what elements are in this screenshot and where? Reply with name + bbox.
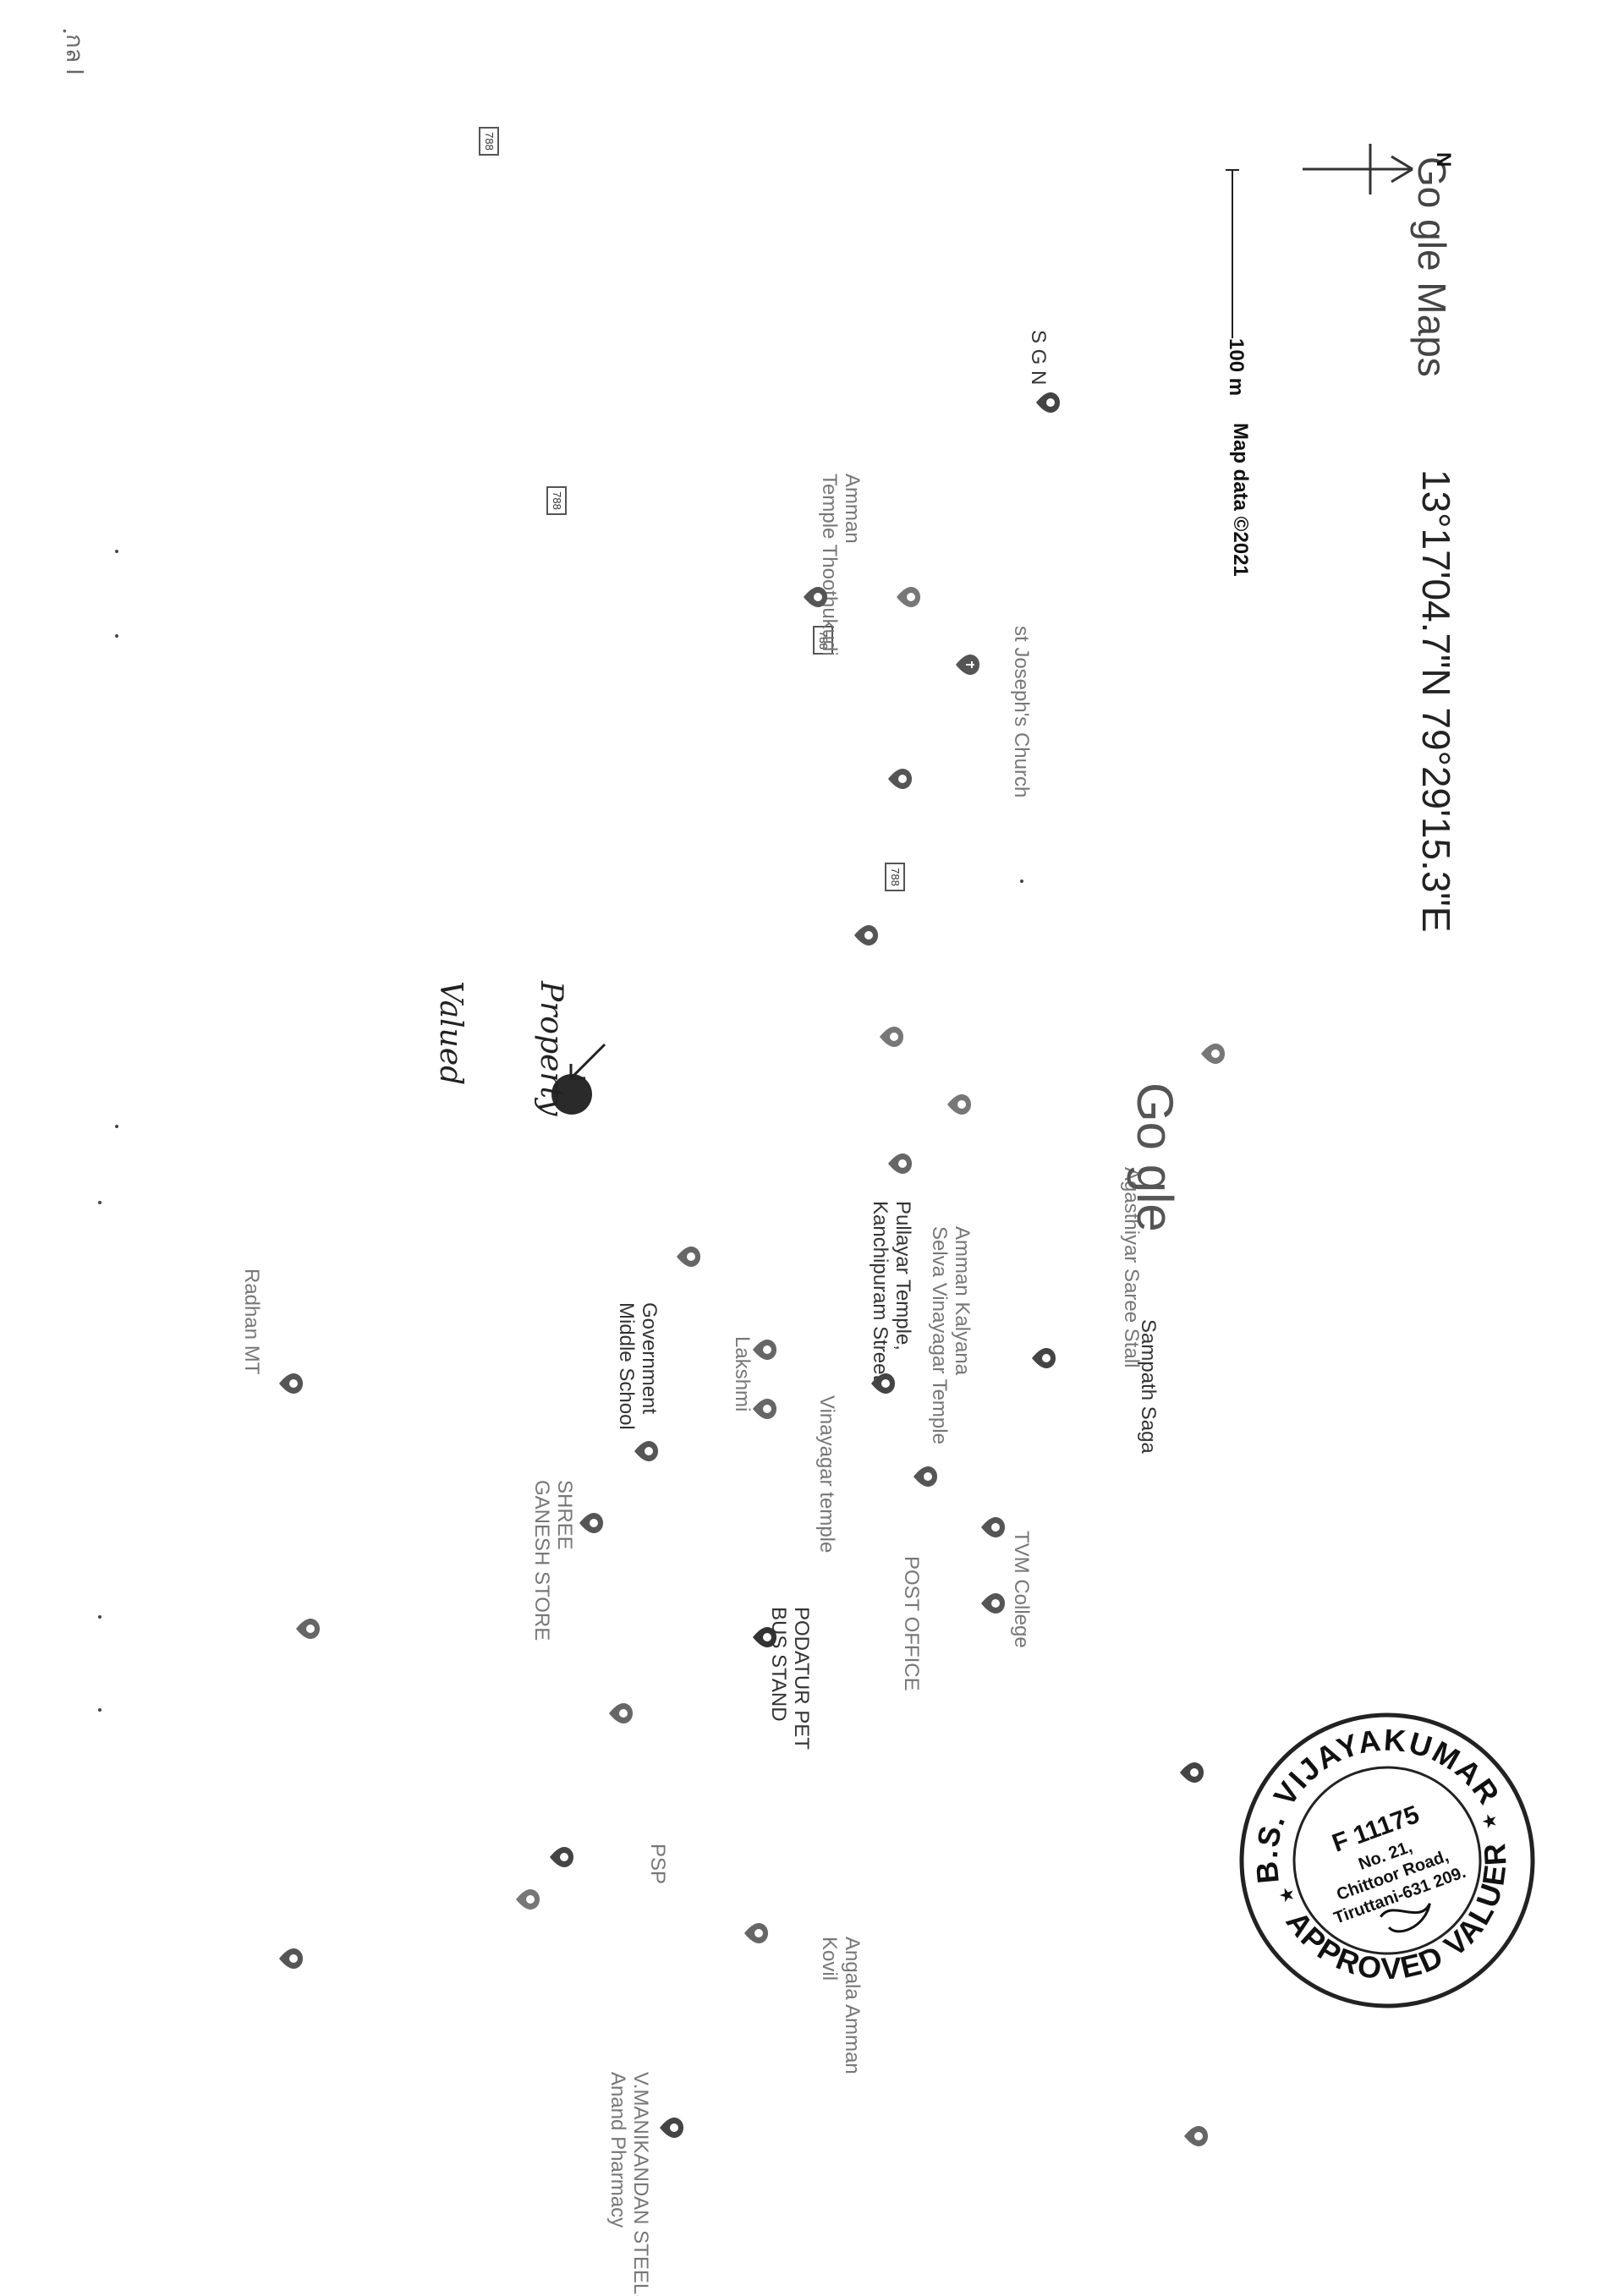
place-pin-icon	[914, 1466, 937, 1487]
bus-stop-pin-icon	[753, 1627, 776, 1647]
north-arrow-icon	[1303, 144, 1413, 195]
place-label-pullayar: Pullayar Temple, Kanchipuram Street	[869, 1201, 914, 1381]
place-label-vinayagar: Vinayagar temple	[815, 1395, 838, 1553]
place-pin-icon	[677, 1247, 700, 1267]
scan-speck	[98, 1708, 102, 1712]
road-shield-788: 788	[546, 486, 567, 515]
place-pin-icon	[609, 1703, 633, 1723]
place-pin-icon	[279, 1948, 303, 1969]
place-label-st-joseph: st Joseph's Church	[1010, 626, 1033, 798]
road-shield-788: 788	[885, 863, 905, 891]
place-pin-icon	[981, 1517, 1005, 1537]
scale-label: 100 m	[1225, 338, 1248, 397]
place-label-sgn: S G N	[1027, 330, 1050, 386]
place-label-psp: PSP	[646, 1844, 669, 1885]
place-label-tvm-college: TVM College	[1010, 1531, 1033, 1648]
annotation-line-2: Valued	[433, 981, 469, 1086]
place-pin-icon	[897, 587, 920, 607]
svg-text:★: ★	[1276, 1882, 1298, 1908]
place-pin-icon	[880, 1027, 903, 1047]
place-label-ganesh-store: SHREE GANESH STORE	[530, 1480, 576, 1641]
place-pin-icon	[1036, 392, 1060, 413]
scale-bar-tick	[1226, 169, 1239, 171]
place-label-lakshmi: Lakshmi	[731, 1336, 754, 1412]
place-pin-icon	[660, 2118, 683, 2138]
place-pin-icon	[634, 1441, 658, 1461]
place-pin-icon	[981, 1593, 1005, 1614]
place-label-amman-temple: Amman Temple Thoothukudi	[818, 474, 864, 656]
place-pin-icon	[1184, 2126, 1208, 2146]
temple-pin-icon	[871, 1373, 895, 1394]
scan-speck	[98, 1615, 102, 1619]
place-label-amman-kalyana: Amman Kalyana Selva Vinayagar Temple	[928, 1226, 974, 1444]
place-label-post-office: POST OFFICE	[900, 1556, 923, 1691]
place-pin-icon	[1201, 1044, 1225, 1064]
scan-speck	[115, 1125, 118, 1128]
place-pin-icon	[1180, 1762, 1204, 1783]
place-label-angala-amman: Angala Amman Kovil	[818, 1937, 864, 2074]
scan-speck	[115, 550, 118, 553]
coordinates-readout: 13°17'04.7"N 79°29'15.3"E	[1414, 469, 1458, 933]
place-pin-icon	[744, 1923, 768, 1943]
scan-speck	[98, 1201, 102, 1204]
place-label-govschool: Government Middle School	[615, 1302, 661, 1430]
approved-valuer-seal: B.S. VIJAYAKUMAR APPROVED VALUER F 11175…	[1235, 1708, 1539, 2013]
scan-speck	[1020, 879, 1023, 883]
place-pin-icon	[753, 1340, 776, 1360]
place-label-radhan: Radhan MT	[240, 1269, 263, 1375]
place-pin-icon	[579, 1513, 603, 1533]
north-label: N	[1432, 152, 1455, 167]
place-pin-icon	[279, 1373, 303, 1394]
svg-text:★: ★	[1479, 1809, 1501, 1834]
church-pin-icon	[956, 655, 979, 675]
scale-bar	[1232, 169, 1233, 338]
place-pin-icon	[947, 1094, 971, 1115]
place-pin-icon	[888, 769, 912, 789]
place-pin-icon	[516, 1889, 540, 1910]
place-pin-icon	[550, 1847, 573, 1867]
map-logo: Go gle	[1127, 1082, 1183, 1232]
place-pin-icon	[753, 1399, 776, 1419]
place-pin-icon	[854, 925, 878, 945]
place-pin-icon	[804, 587, 827, 607]
scan-speck	[115, 634, 118, 638]
shop-pin-icon	[1032, 1348, 1056, 1368]
place-pin-icon	[888, 1153, 912, 1174]
signature-mark	[1380, 1903, 1431, 1933]
place-label-vmanikandan: V.MANIKANDAN STEELS Anand Pharmacy	[606, 2072, 652, 2296]
place-pin-icon	[296, 1619, 320, 1639]
map-attribution: Map data ©2021	[1229, 423, 1252, 577]
road-shield-788: 788	[479, 127, 499, 156]
annotation-arrow-icon	[569, 1043, 606, 1080]
corner-mark: ฺกล l	[62, 34, 88, 75]
